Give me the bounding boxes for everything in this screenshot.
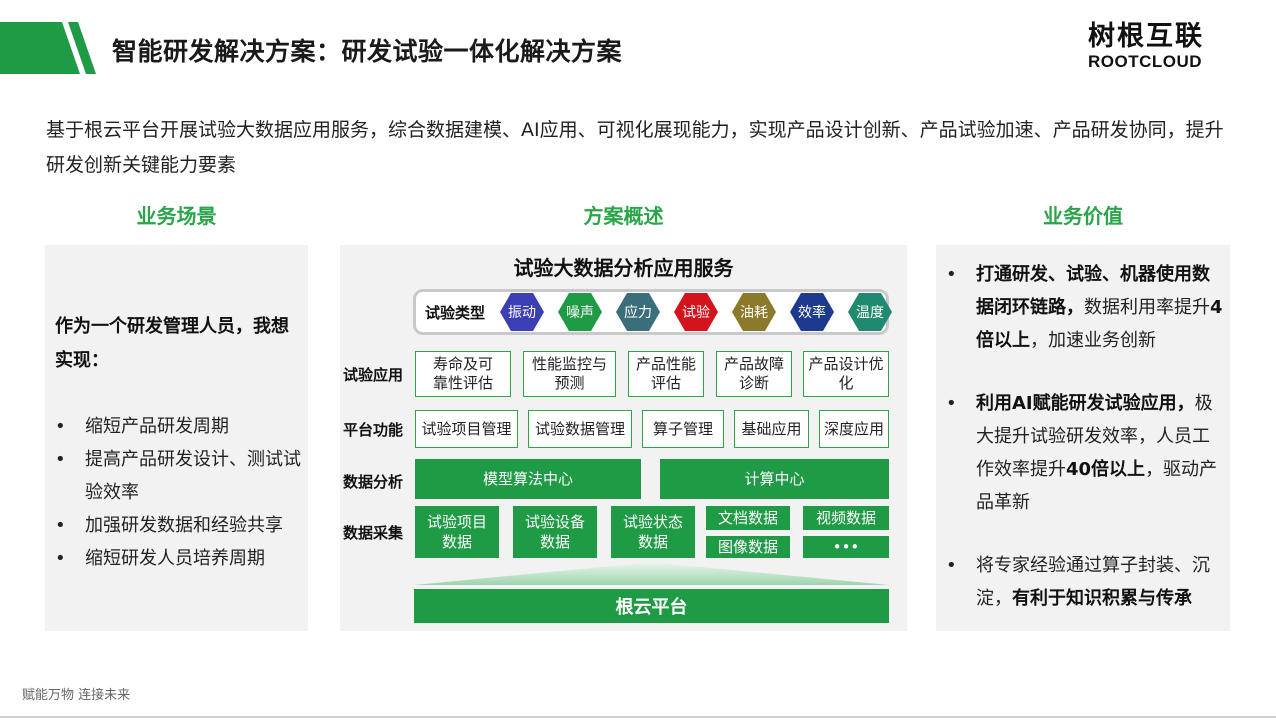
- collect-box: 试验状态数据: [611, 506, 695, 558]
- scenario-item: 缩短研发人员培养周期: [55, 542, 305, 575]
- platform-func-box: 基础应用: [734, 410, 809, 448]
- more-data-box: •••: [803, 536, 889, 558]
- title-accent-stripes: [0, 22, 96, 74]
- test-type-label: 试验类型: [425, 304, 486, 322]
- platform-func-box: 算子管理: [642, 410, 724, 448]
- app-box: 性能监控与预测: [523, 351, 616, 397]
- scenario-item: 缩短产品研发周期: [55, 410, 305, 443]
- scenario-heading: 作为一个研发管理人员，我想实现：: [55, 316, 289, 371]
- intro-text: 基于根云平台开展试验大数据应用服务，综合数据建模、AI应用、可视化展现能力，实现…: [46, 119, 1224, 176]
- logo-chinese-text: 树根互联: [1088, 21, 1204, 52]
- collect-box: 试验设备数据: [513, 506, 597, 558]
- value-item-1: 打通研发、试验、机器使用数据闭环链路，数据利用率提升4倍以上，加速业务创新: [946, 258, 1226, 357]
- value-item-3: 将专家经验通过算子封装、沉淀，有利于知识积累与传承: [946, 549, 1226, 615]
- brand-logo: 树根互联 ROOTCLOUD: [1088, 22, 1228, 72]
- collect-small-box: 图像数据: [706, 536, 790, 558]
- row-label-collect: 数据采集: [343, 524, 404, 542]
- value-item-2: 利用AI赋能研发试验应用，极大提升试验研发效率，人员工作效率提升40倍以上，驱动…: [946, 387, 1226, 519]
- page-title: 智能研发解决方案：研发试验一体化解决方案: [112, 37, 623, 66]
- model-algorithm-center: 模型算法中心: [415, 459, 641, 499]
- bottom-divider: [0, 716, 1276, 718]
- compute-center: 计算中心: [660, 459, 889, 499]
- collect-small-box: 视频数据: [803, 506, 889, 530]
- collect-box: 试验项目数据: [415, 506, 499, 558]
- business-value-heading: 业务价值: [1043, 204, 1123, 228]
- collect-small-box: 文档数据: [706, 506, 790, 530]
- row-label-platform: 平台功能: [343, 421, 404, 439]
- logo-english-text: ROOTCLOUD: [1088, 52, 1203, 71]
- solution-overview-heading: 方案概述: [583, 204, 664, 228]
- app-box: 产品故障诊断: [716, 351, 792, 397]
- value-list: 打通研发、试验、机器使用数据闭环链路，数据利用率提升4倍以上，加速业务创新 利用…: [946, 258, 1226, 645]
- row-label-analysis: 数据分析: [343, 473, 404, 491]
- platform-func-box: 深度应用: [819, 410, 889, 448]
- platform-support-shape: [414, 563, 889, 585]
- footer-slogan: 赋能万物 连接未来: [22, 688, 131, 703]
- app-box: 产品设计优化: [803, 351, 889, 397]
- platform-func-box: 试验数据管理: [528, 410, 632, 448]
- rootcloud-platform-bar: 根云平台: [414, 589, 889, 623]
- app-box: 产品性能评估: [628, 351, 704, 397]
- platform-func-box: 试验项目管理: [415, 410, 518, 448]
- scenario-list: 缩短产品研发周期 提高产品研发设计、测试试验效率 加强研发数据和经验共享 缩短研…: [55, 410, 305, 575]
- app-box: 寿命及可靠性评估: [415, 351, 511, 397]
- row-label-apps: 试验应用: [343, 366, 404, 384]
- scenario-item: 提高产品研发设计、测试试验效率: [55, 443, 305, 509]
- scenario-item: 加强研发数据和经验共享: [55, 509, 305, 542]
- overview-title: 试验大数据分析应用服务: [513, 256, 734, 280]
- business-scenario-heading: 业务场景: [136, 204, 217, 228]
